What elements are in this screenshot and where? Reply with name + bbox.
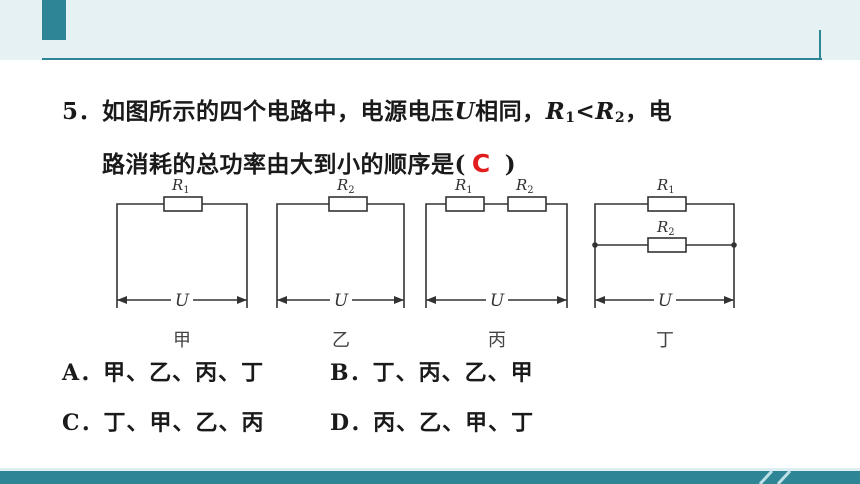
less-than-sign: < <box>575 98 596 125</box>
resistor-r1-bing <box>445 196 485 212</box>
option-a: A．甲、乙、丙、丁 <box>62 360 265 386</box>
voltage-symbol: U <box>454 98 476 125</box>
voltage-label-jia: U <box>175 291 190 311</box>
header-divider <box>42 58 822 60</box>
header-accent-block <box>42 0 66 40</box>
question-line-1: 5．如图所示的四个电路中，电源电压U相同，R1<R2，电 <box>62 92 672 126</box>
label-r1-bing: R1 <box>454 176 473 196</box>
label-r2-yi: R2 <box>336 176 355 196</box>
label-r1-jia: R1 <box>171 176 190 196</box>
resistor-r2-ding <box>647 237 687 253</box>
label-r2-bing: R2 <box>515 176 534 196</box>
caption-yi: 乙 <box>332 330 350 351</box>
label-r2-ding: R2 <box>656 218 675 238</box>
circuit-diagrams: R1 R2 R1 R2 R1 R2 U U U U 甲 乙 丙 丁 <box>116 176 737 351</box>
close-paren: ) <box>504 151 517 178</box>
header-corner-bar <box>819 30 821 60</box>
resistor-r2-yi <box>328 196 368 212</box>
resistor-r1-jia <box>163 196 203 212</box>
voltage-label-ding: U <box>658 291 673 311</box>
question-text-c: ，电 <box>625 98 673 125</box>
voltage-label-bing: U <box>490 291 505 311</box>
footer-band <box>0 468 860 484</box>
question-text-b: 相同， <box>475 98 546 125</box>
r1-symbol: R1 <box>545 98 576 126</box>
r2-symbol: R2 <box>595 98 626 126</box>
caption-bing: 丙 <box>488 330 506 351</box>
question-number: 5． <box>62 98 103 125</box>
question-text-a: 如图所示的四个电路中，电源电压 <box>102 98 455 125</box>
voltage-label-yi: U <box>334 291 349 311</box>
option-d: D．丙、乙、甲、丁 <box>330 410 535 436</box>
option-b: B．丁、丙、乙、甲 <box>330 360 534 386</box>
resistor-r1-ding <box>647 196 687 212</box>
option-c: C．丁、甲、乙、丙 <box>62 410 265 436</box>
header-band <box>0 0 860 60</box>
question-line-2: 路消耗的总功率由大到小的顺序是(C) <box>102 145 516 179</box>
question-text-line2: 路消耗的总功率由大到小的顺序是( <box>102 151 466 178</box>
caption-ding: 丁 <box>656 330 674 351</box>
label-r1-ding: R1 <box>656 176 675 196</box>
answer-letter: C <box>471 149 491 178</box>
circuit-bing <box>425 196 568 308</box>
caption-jia: 甲 <box>173 330 191 351</box>
resistor-r2-bing <box>507 196 547 212</box>
